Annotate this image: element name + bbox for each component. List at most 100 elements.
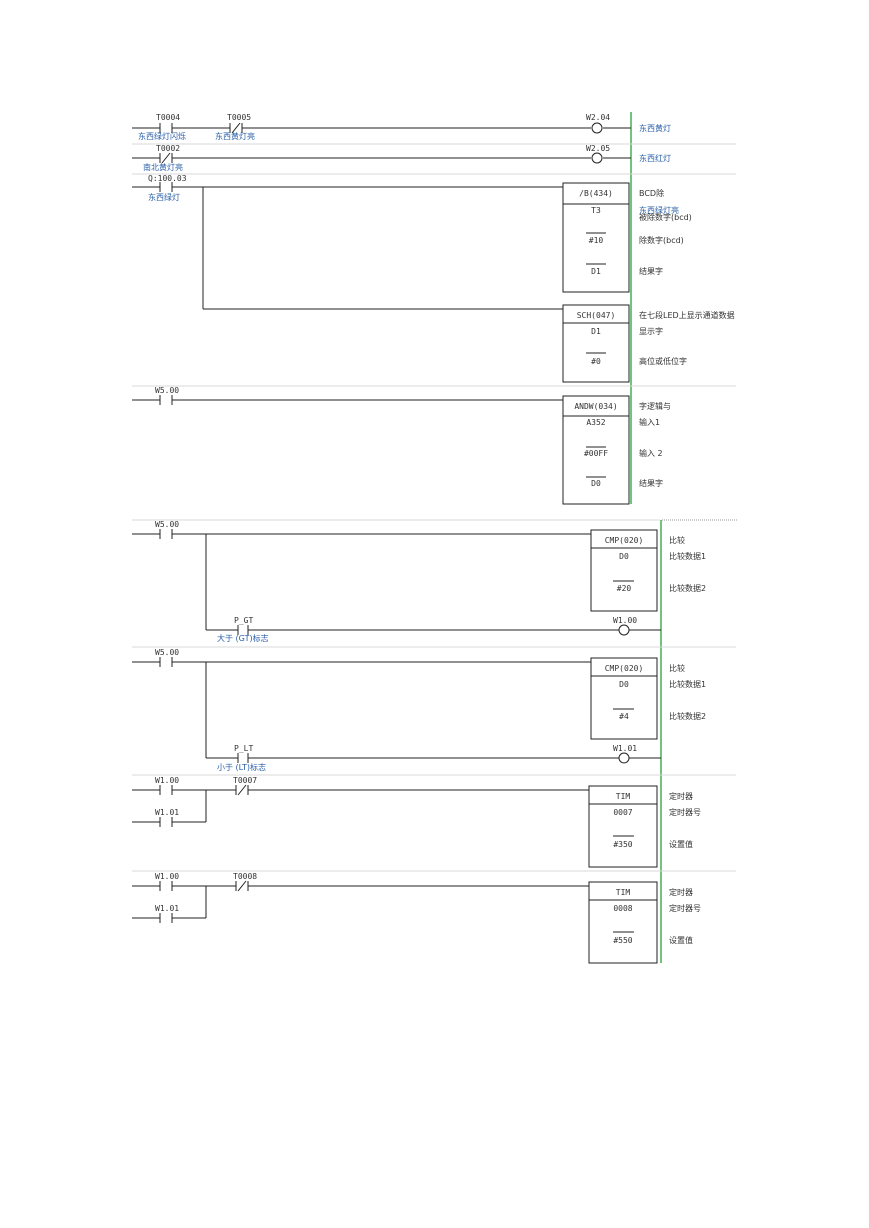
- operand-value: D1: [591, 267, 601, 276]
- operand-value: 0007: [613, 808, 632, 817]
- operand-value: #10: [589, 236, 604, 245]
- instruction-name: CMP(020): [605, 536, 644, 545]
- nc-contact[interactable]: [229, 122, 243, 134]
- operand-comment: 比较数据1: [669, 679, 706, 689]
- contact-address: W1.01: [155, 808, 179, 817]
- contact-address: W5.00: [155, 520, 179, 529]
- block-comment: 定时器: [669, 791, 693, 801]
- no-contact[interactable]: [237, 753, 249, 763]
- operand-value: #20: [617, 584, 632, 593]
- operand-value: D0: [591, 479, 601, 488]
- operand-value: #350: [613, 840, 632, 849]
- no-contact[interactable]: [159, 785, 173, 795]
- operand-comment: 输入 2: [639, 448, 663, 458]
- instruction-block[interactable]: CMP(020) D0 #20: [590, 529, 658, 612]
- panel-2: W5.00 P_GT 大于 (GT)标志 W1.00 CMP(020) D0 #…: [132, 519, 738, 964]
- operand-comment: 定时器号: [669, 807, 701, 817]
- instruction-block[interactable]: SCH(047) D1 #0: [562, 304, 630, 383]
- contact-comment: 东西绿灯闪烁: [138, 131, 186, 141]
- coil-address: W2.04: [586, 113, 610, 122]
- block-comment: 在七段LED上显示通道数据: [639, 310, 735, 320]
- instruction-block[interactable]: TIM 0008 #550: [588, 881, 658, 964]
- instruction-name: TIM: [616, 792, 631, 801]
- no-contact[interactable]: [159, 182, 173, 192]
- panel-1: T0004 东西绿灯闪烁 T0005 东西黄灯亮 W2.04 东西黄灯 T000…: [132, 112, 736, 505]
- operand-value: 0008: [613, 904, 632, 913]
- no-contact[interactable]: [159, 529, 173, 539]
- operand-value: A352: [586, 418, 605, 427]
- instruction-block[interactable]: ANDW(034) A352 #00FF D0: [562, 395, 630, 505]
- output-coil[interactable]: [618, 624, 630, 636]
- contact-address: W1.01: [155, 904, 179, 913]
- operand-comment: 显示字: [639, 326, 663, 336]
- nc-contact[interactable]: [235, 880, 249, 892]
- instruction-block[interactable]: CMP(020) D0 #4: [590, 657, 658, 740]
- operand-comment: 比较数据2: [669, 711, 706, 721]
- contact-address: T0008: [233, 872, 257, 881]
- block-comment: 字逻辑与: [639, 401, 671, 411]
- rung-7: W1.00 T0007 W1.01 TIM 0007 #350 定时器 定时器号…: [132, 776, 701, 868]
- rung-6: W5.00 P_LT 小于 (LT)标志 W1.01 CMP(020) D0 #…: [132, 648, 706, 772]
- no-contact[interactable]: [159, 881, 173, 891]
- no-contact[interactable]: [159, 817, 173, 827]
- instruction-name: ANDW(034): [574, 402, 617, 411]
- block-comment: 比较: [669, 663, 685, 673]
- coil-address: W1.00: [613, 616, 637, 625]
- no-contact[interactable]: [237, 625, 249, 635]
- operand-comment: 比较数据1: [669, 551, 706, 561]
- instruction-block[interactable]: /B(434) T3 #10 D1: [562, 182, 630, 293]
- instruction-block[interactable]: TIM 0007 #350: [588, 785, 658, 868]
- contact-address: T0004: [156, 113, 180, 122]
- operand-value: D0: [619, 552, 629, 561]
- instruction-name: SCH(047): [577, 311, 616, 320]
- no-contact[interactable]: [159, 913, 173, 923]
- instruction-name: TIM: [616, 888, 631, 897]
- rung-3: Q:100.03 东西绿灯 /B(434) T3 #10 D1 BCD除 东西绿…: [132, 174, 735, 383]
- contact-address: T0007: [233, 776, 257, 785]
- operand-value: #4: [619, 712, 629, 721]
- no-contact[interactable]: [159, 657, 173, 667]
- contact-address: Q:100.03: [148, 174, 187, 183]
- contact-comment: 大于 (GT)标志: [217, 633, 269, 643]
- operand-value: D1: [591, 327, 601, 336]
- block-comment: BCD除: [639, 188, 664, 198]
- operand-comment: 定时器号: [669, 903, 701, 913]
- operand-value: #00FF: [584, 449, 608, 458]
- block-comment: 定时器: [669, 887, 693, 897]
- operand-comment: 结果字: [639, 478, 663, 488]
- contact-address: W1.00: [155, 872, 179, 881]
- nc-contact[interactable]: [235, 784, 249, 796]
- block-comment: 东西绿灯亮: [639, 205, 679, 215]
- operand-comment: 比较数据2: [669, 583, 706, 593]
- contact-address: P_GT: [234, 616, 253, 625]
- contact-address: W1.00: [155, 776, 179, 785]
- operand-comment: 高位或低位字: [639, 356, 687, 366]
- operand-comment: 结果字: [639, 266, 663, 276]
- operand-value: #0: [591, 357, 601, 366]
- operand-comment: 被除数字(bcd): [639, 212, 692, 222]
- contact-address: P_LT: [234, 744, 253, 753]
- operand-value: T3: [591, 206, 601, 215]
- operand-comment: 设置值: [669, 935, 693, 945]
- nc-contact[interactable]: [159, 152, 173, 164]
- instruction-name: /B(434): [579, 189, 613, 198]
- rung-1: T0004 东西绿灯闪烁 T0005 东西黄灯亮 W2.04 东西黄灯: [132, 113, 671, 141]
- block-comment: 比较: [669, 535, 685, 545]
- contact-comment: 小于 (LT)标志: [217, 762, 266, 772]
- rung-5: W5.00 P_GT 大于 (GT)标志 W1.00 CMP(020) D0 #…: [132, 520, 706, 643]
- operand-comment: 输入1: [639, 417, 660, 427]
- contact-comment: 东西黄灯亮: [215, 131, 255, 141]
- coil-comment: 东西红灯: [639, 153, 671, 163]
- output-coil[interactable]: [591, 122, 603, 134]
- no-contact[interactable]: [159, 123, 173, 133]
- output-coil[interactable]: [618, 752, 630, 764]
- operand-value: D0: [619, 680, 629, 689]
- coil-address: W2.05: [586, 144, 610, 153]
- contact-comment: 南北黄灯亮: [143, 162, 183, 172]
- output-coil[interactable]: [591, 152, 603, 164]
- operand-comment: 除数字(bcd): [639, 235, 684, 245]
- contact-address: T0002: [156, 144, 180, 153]
- no-contact[interactable]: [159, 395, 173, 405]
- rung-8: W1.00 T0008 W1.01 TIM 0008 #550 定时器 定时器号…: [132, 872, 701, 964]
